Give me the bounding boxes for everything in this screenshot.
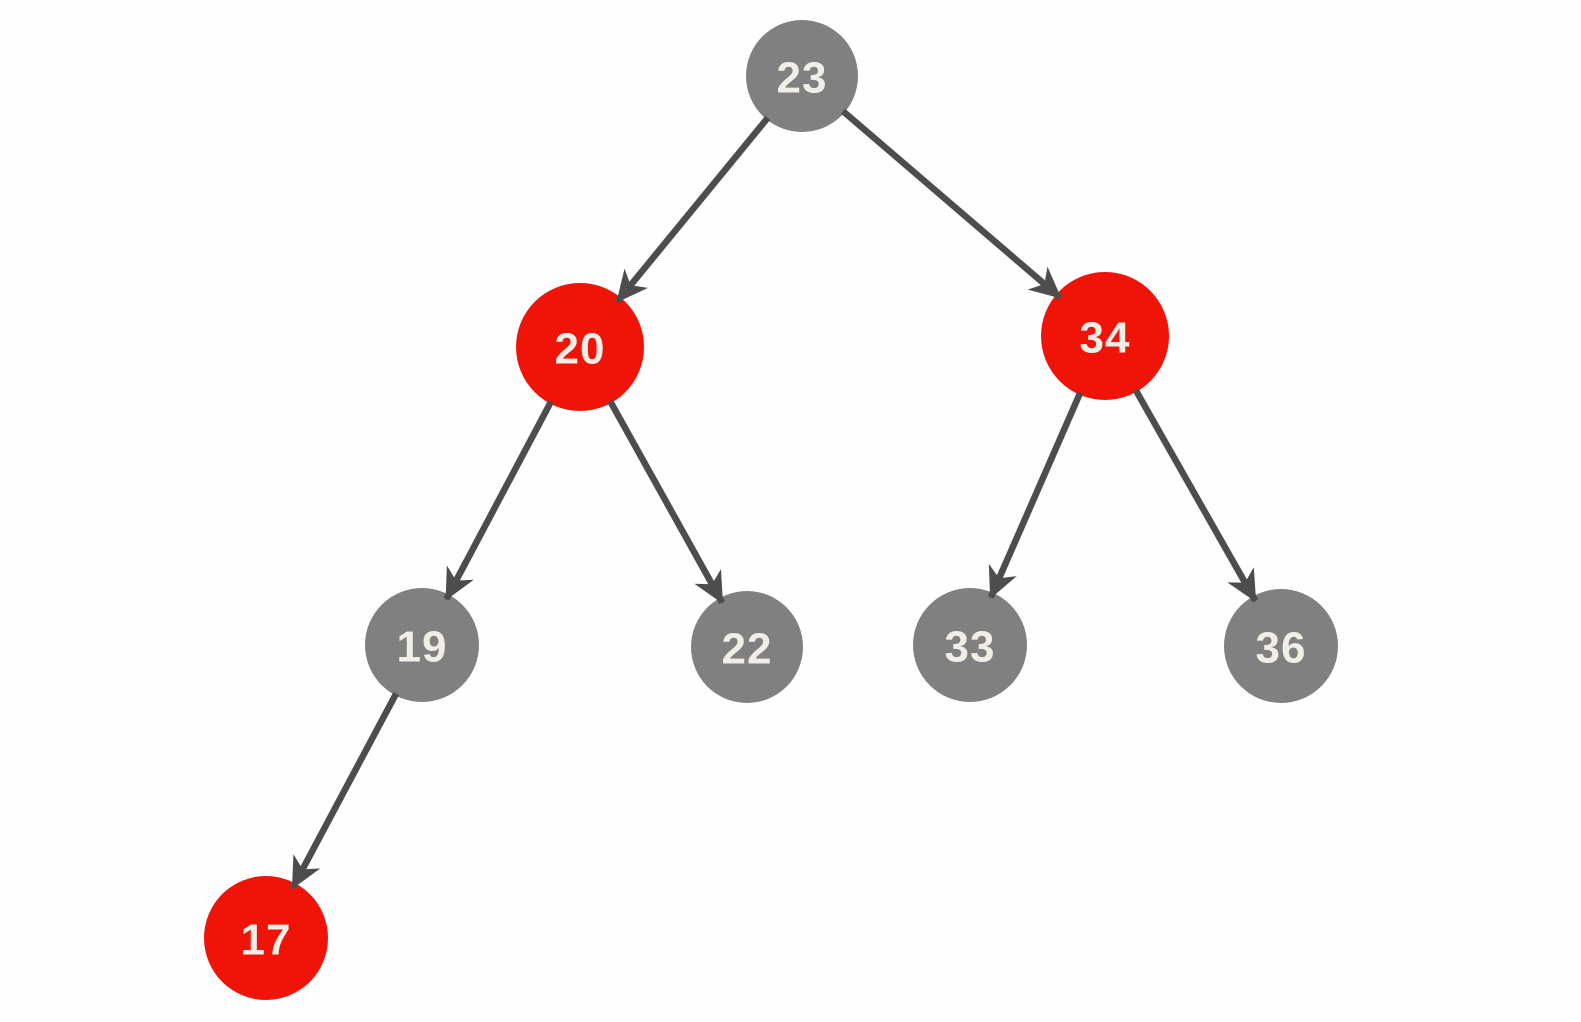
edge-20-22 (607, 399, 726, 605)
tree-node-19 (365, 588, 479, 702)
edge-23-20 (614, 115, 771, 304)
tree-node-label-23: 23 (777, 53, 828, 102)
tree-node-label-20: 20 (555, 324, 606, 373)
edge-34-33 (987, 391, 1084, 599)
tree-node-label-33: 33 (945, 622, 996, 671)
tree-node-17 (204, 876, 328, 1000)
tree-node-36 (1224, 589, 1338, 703)
tree-node-33 (913, 588, 1027, 702)
tree-node-label-34: 34 (1080, 313, 1131, 362)
tree-node-34 (1041, 272, 1169, 400)
tree-node-label-17: 17 (241, 915, 292, 964)
tree-node-label-19: 19 (397, 622, 448, 671)
node-labels-layer: 23 20 34 19 22 33 36 17 (241, 53, 1307, 964)
tree-node-label-36: 36 (1256, 623, 1307, 672)
edges-layer (289, 108, 1259, 890)
edge-34-36 (1132, 388, 1259, 603)
edge-19-17 (289, 692, 400, 890)
node-circles-layer (204, 20, 1338, 1000)
tree-node-label-22: 22 (722, 624, 773, 673)
edge-23-34 (840, 108, 1063, 301)
edge-20-19 (443, 400, 554, 601)
tree-node-23 (746, 20, 858, 132)
tree-node-22 (691, 591, 803, 703)
tree-node-20 (516, 283, 644, 411)
